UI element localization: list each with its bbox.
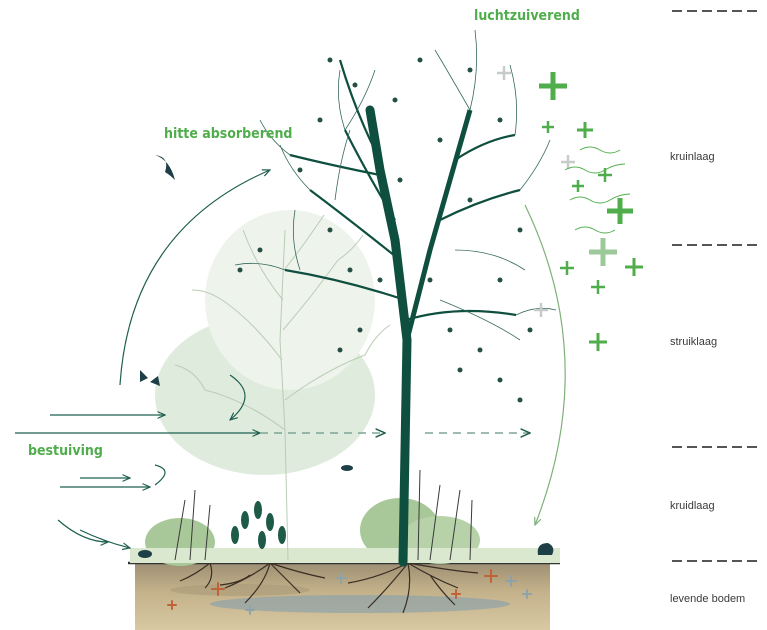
butterfly-icon	[140, 370, 160, 386]
label-air-purifying: luchtzuiverend	[474, 8, 580, 24]
soil-layer	[128, 563, 560, 630]
layer-label-shrub: struiklaag	[670, 336, 717, 348]
wasp-icon	[341, 465, 353, 471]
label-heat-absorbing: hitte absorberend	[164, 126, 292, 142]
beetle-icon	[138, 550, 152, 558]
ground-shrubs	[130, 498, 560, 566]
background-tree	[155, 210, 390, 560]
canopy-return-arrow	[525, 205, 565, 525]
squirrel-icon	[538, 543, 554, 555]
label-pollination: bestuiving	[28, 443, 103, 459]
layer-label-crown: kruinlaag	[670, 151, 715, 163]
layer-label-herb: kruidlaag	[670, 500, 715, 512]
bird-icon	[155, 155, 175, 180]
air-purification-marks	[497, 66, 643, 351]
layer-label-soil: levende bodem	[670, 593, 745, 605]
